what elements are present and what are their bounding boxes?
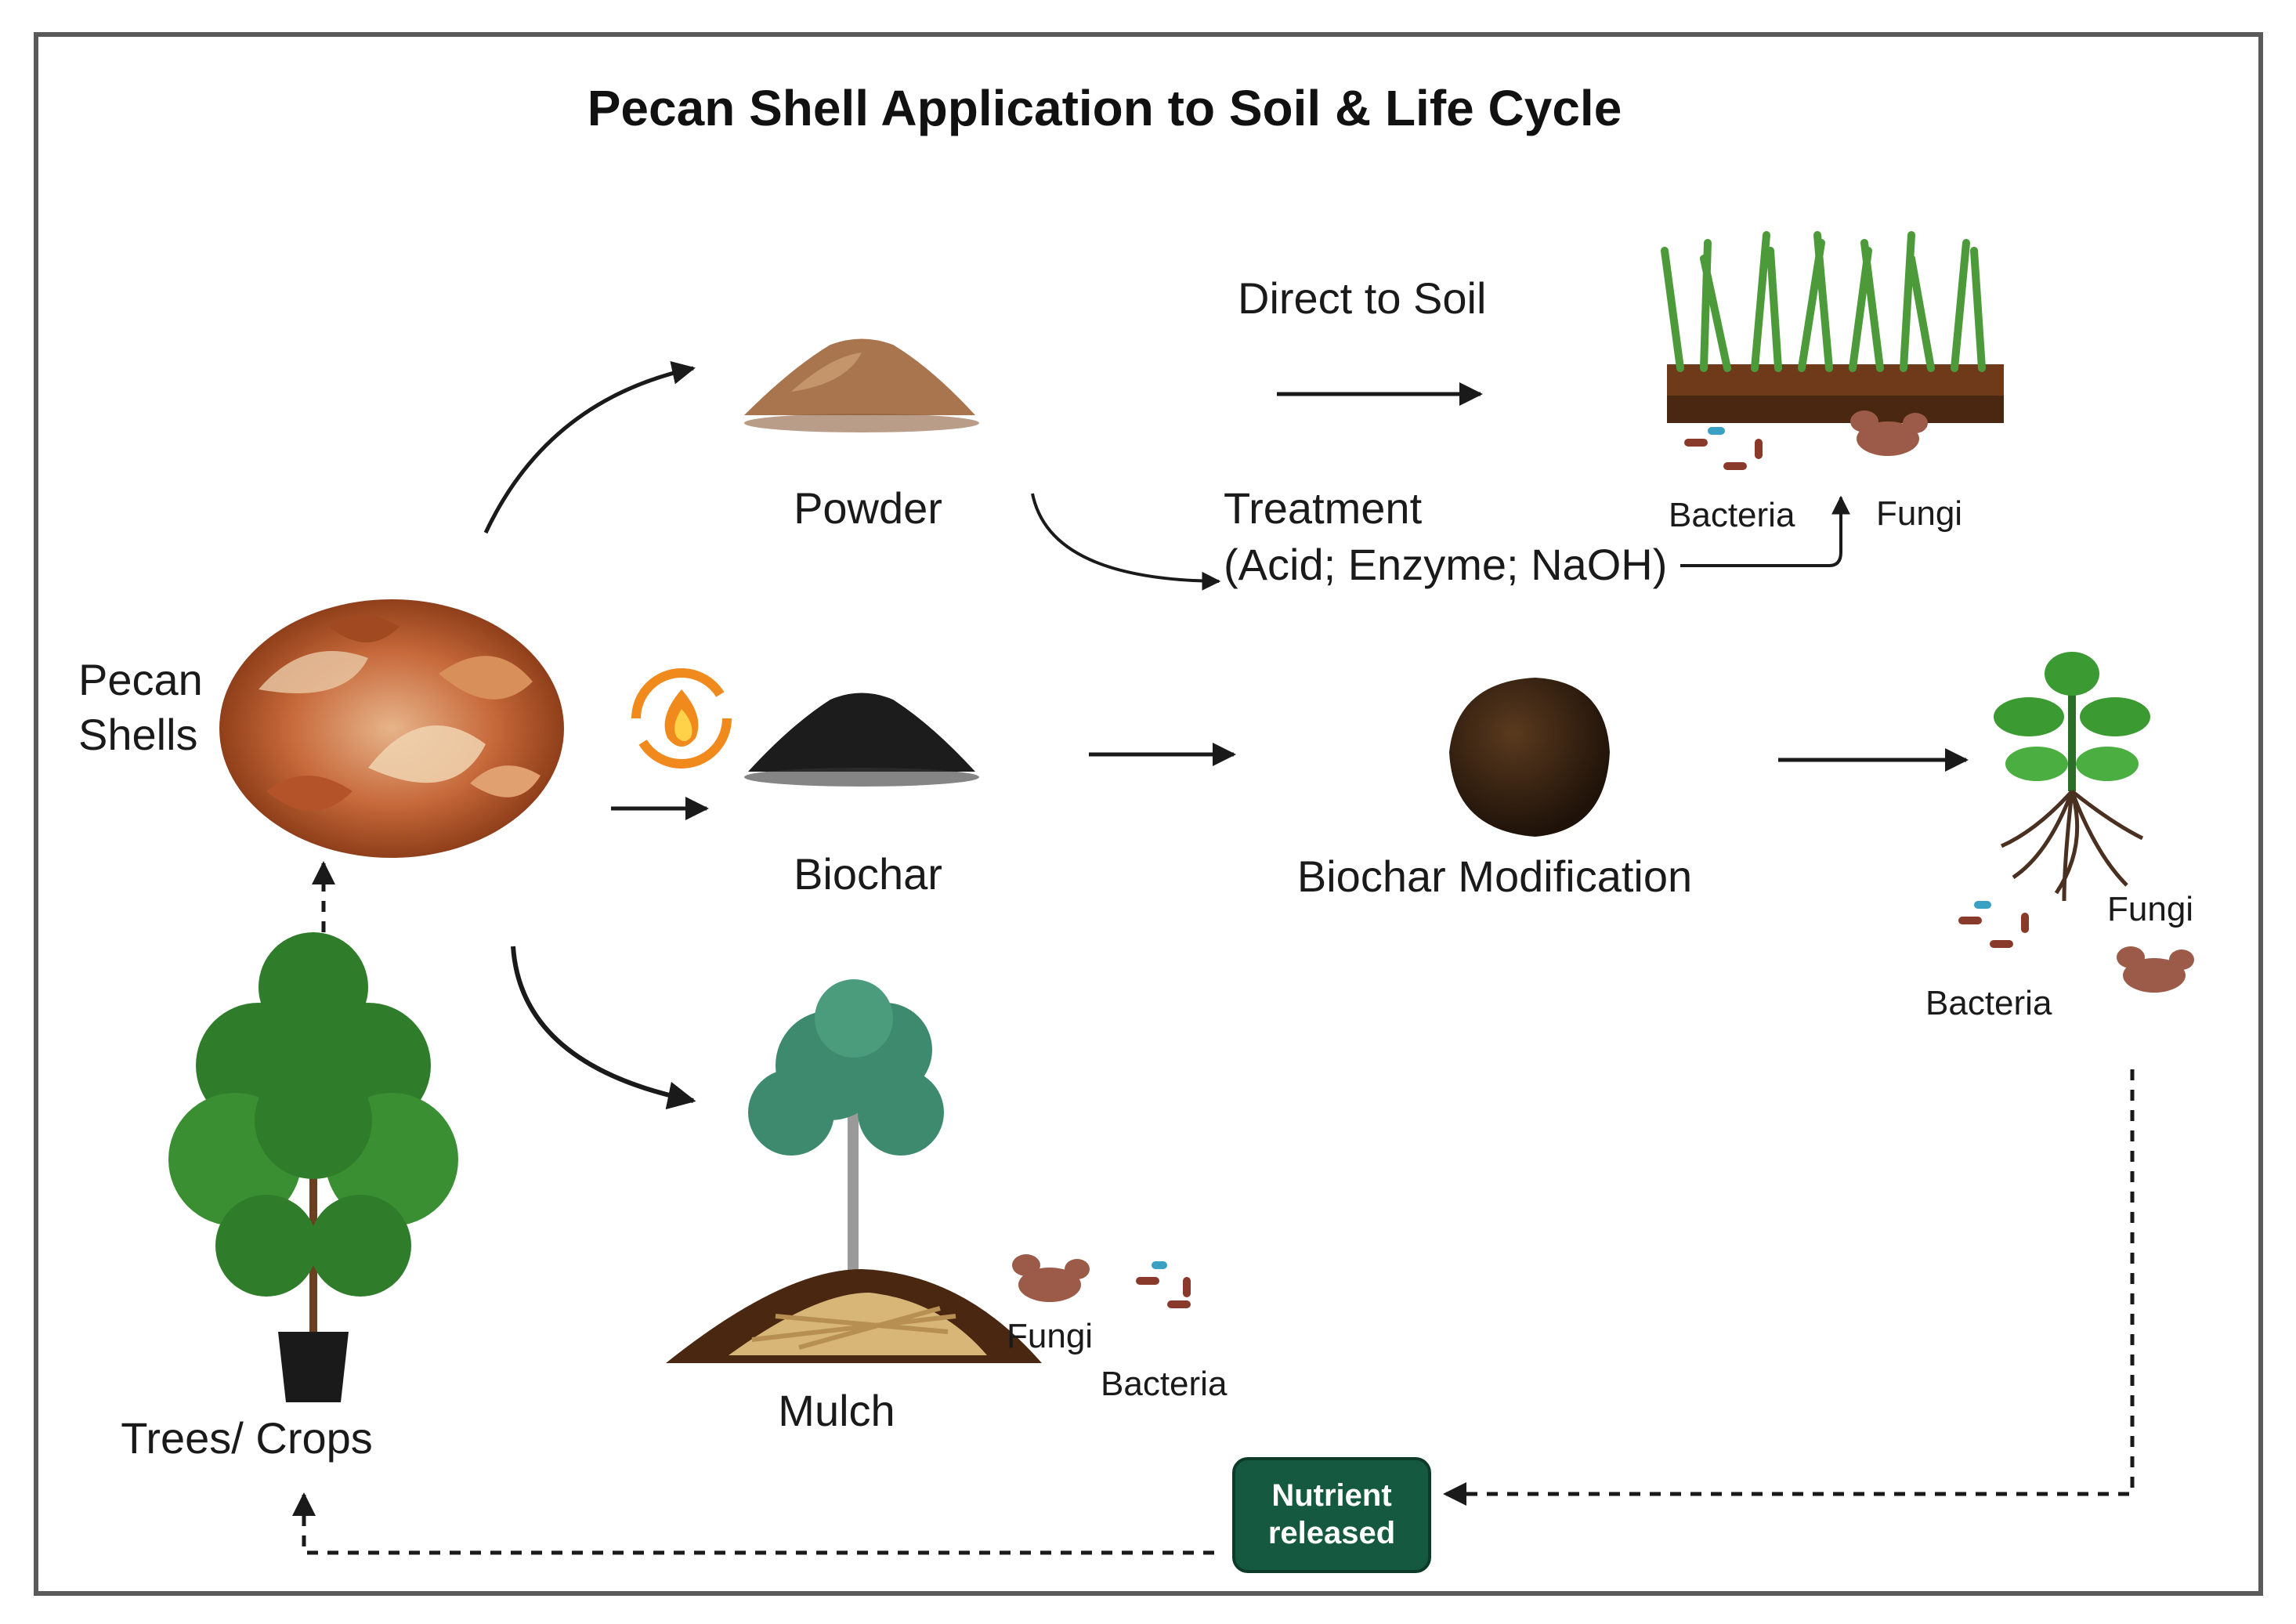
treatment-details-label: (Acid; Enzyme; NaOH) bbox=[1224, 540, 1667, 589]
fungi-label-mulch: Fungi bbox=[1007, 1317, 1093, 1355]
biochar-ball-icon bbox=[1449, 678, 1610, 837]
treatment-label: Treatment bbox=[1224, 483, 1423, 533]
arrow-to-trees-crops bbox=[292, 1492, 1214, 1555]
arrow-to-powder bbox=[483, 361, 696, 534]
bacteria-icon bbox=[1958, 901, 2029, 948]
diagram-title: Pecan Shell Application to Soil & Life C… bbox=[588, 80, 1622, 136]
arrow-treatment-to-soil bbox=[1680, 495, 1850, 567]
seedling-icon bbox=[1994, 652, 2150, 902]
biochar-modification-label: Biochar Modification bbox=[1297, 852, 1692, 901]
fungi-icon bbox=[1850, 411, 1928, 456]
pecan-shells-icon bbox=[219, 599, 564, 858]
mulch-tree-icon bbox=[666, 979, 1042, 1363]
bacteria-label-top: Bacteria bbox=[1669, 496, 1795, 534]
trees-crops-label: Trees/ Crops bbox=[121, 1413, 373, 1463]
arrow-to-mulch bbox=[511, 946, 696, 1110]
arrow-to-nutrient-released bbox=[1443, 1069, 2135, 1506]
nutrient-released-label-line2: released bbox=[1268, 1516, 1395, 1550]
nutrient-released-box: Nutrient released bbox=[1232, 1457, 1431, 1573]
diagram-frame bbox=[34, 32, 2263, 1596]
fungi-icon bbox=[1012, 1254, 1090, 1302]
tree-pot-icon bbox=[168, 932, 458, 1402]
arrow-to-treatment bbox=[1031, 493, 1221, 591]
bacteria-label-right: Bacteria bbox=[1925, 984, 2052, 1022]
direct-to-soil-label: Direct to Soil bbox=[1238, 273, 1486, 323]
bacteria-icon bbox=[1684, 427, 1763, 470]
pecan-shells-label-line2: Shells bbox=[78, 710, 198, 759]
bacteria-icon bbox=[1136, 1261, 1191, 1308]
powder-pile-icon bbox=[744, 338, 979, 432]
fungi-label-top: Fungi bbox=[1876, 494, 1962, 533]
nutrient-released-label: Nutrient bbox=[1271, 1478, 1391, 1513]
fire-cycle-icon bbox=[631, 668, 732, 769]
fungi-icon bbox=[2117, 946, 2194, 993]
fungi-label-right: Fungi bbox=[2107, 890, 2193, 928]
mulch-label: Mulch bbox=[778, 1386, 895, 1435]
biochar-label: Biochar bbox=[794, 849, 942, 899]
biochar-pile-icon bbox=[744, 693, 979, 787]
powder-label: Powder bbox=[794, 483, 942, 533]
soil-grass-icon bbox=[1661, 231, 2004, 423]
pecan-shells-label: Pecan bbox=[78, 655, 203, 704]
bacteria-label-mulch: Bacteria bbox=[1101, 1365, 1228, 1403]
